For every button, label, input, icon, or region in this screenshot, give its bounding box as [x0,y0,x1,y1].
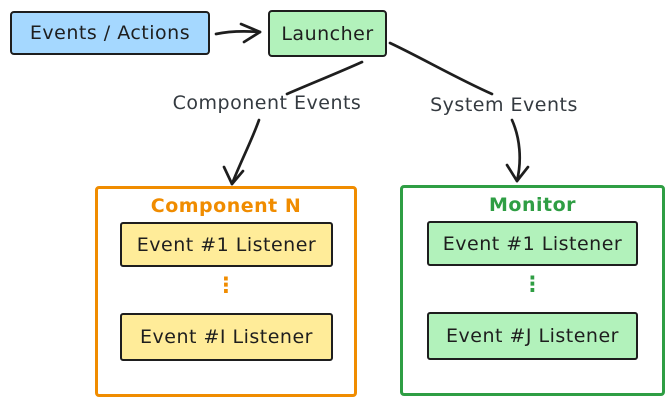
component-ellipsis: ⋮ [215,273,237,297]
component-event-i-listener-node: Event #I Listener [120,313,333,361]
monitor-event-j-listener-node: Event #J Listener [427,312,638,360]
arrow-events-to-launcher [214,30,262,36]
arrow-events-to-launcher-head [239,22,262,44]
monitor-ellipsis: ⋮ [522,272,543,296]
edge-system-events-arrowhead [505,163,530,183]
system-events-edge-label: System Events [430,94,578,116]
edge-component-events-lower-segment [230,118,261,186]
component-n-group: Component N Event #1 Listener ⋮ Event #I… [95,186,357,397]
events-actions-label: Events / Actions [29,22,191,44]
component-n-group-title: Component N [150,195,302,217]
monitor-group-title: Monitor [488,194,576,216]
component-event-i-listener-label: Event #I Listener [140,326,313,348]
events-actions-node: Events / Actions [10,11,210,55]
edge-component-events-upper-segment [285,60,364,96]
edge-system-events-upper-segment [388,41,494,96]
launcher-label: Launcher [281,22,374,45]
edge-system-events-lower-segment [510,118,522,183]
component-event-1-listener-node: Event #1 Listener [120,222,333,267]
monitor-event-1-listener-label: Event #1 Listener [442,232,623,255]
monitor-group: Monitor Event #1 Listener ⋮ Event #J Lis… [400,185,665,396]
launcher-node: Launcher [268,10,387,57]
monitor-event-j-listener-label: Event #J Listener [446,325,619,347]
component-event-1-listener-label: Event #1 Listener [136,233,317,256]
edge-component-events-arrowhead [222,165,245,186]
monitor-event-1-listener-node: Event #1 Listener [427,221,638,266]
component-events-edge-label: Component Events [172,92,362,114]
